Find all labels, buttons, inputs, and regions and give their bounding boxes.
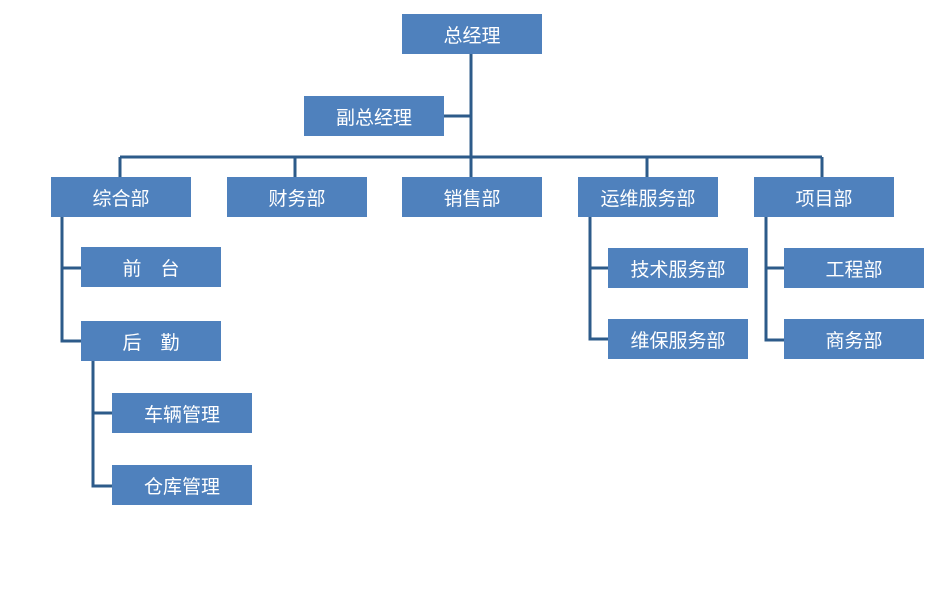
- node-business-dept: 商务部: [784, 319, 924, 359]
- node-deputy-general-manager: 副总经理: [304, 96, 444, 136]
- node-sales-dept: 销售部: [402, 177, 542, 217]
- connector-project-children: [764, 217, 784, 342]
- node-project-dept: 项目部: [754, 177, 894, 217]
- node-vehicle-management: 车辆管理: [112, 393, 252, 433]
- node-general-affairs-dept: 综合部: [51, 177, 191, 217]
- node-front-desk: 前 台: [81, 247, 221, 287]
- node-warehouse-management: 仓库管理: [112, 465, 252, 505]
- node-tech-service-dept: 技术服务部: [608, 248, 748, 288]
- node-engineering-dept: 工程部: [784, 248, 924, 288]
- node-ops-service-dept: 运维服务部: [578, 177, 718, 217]
- node-maintenance-service-dept: 维保服务部: [608, 319, 748, 359]
- connector-logistics-children: [91, 361, 112, 488]
- node-finance-dept: 财务部: [227, 177, 367, 217]
- connector-ops-children: [588, 217, 608, 341]
- connector-admin-children: [60, 217, 81, 343]
- node-logistics: 后 勤: [81, 321, 221, 361]
- node-general-manager: 总经理: [402, 14, 542, 54]
